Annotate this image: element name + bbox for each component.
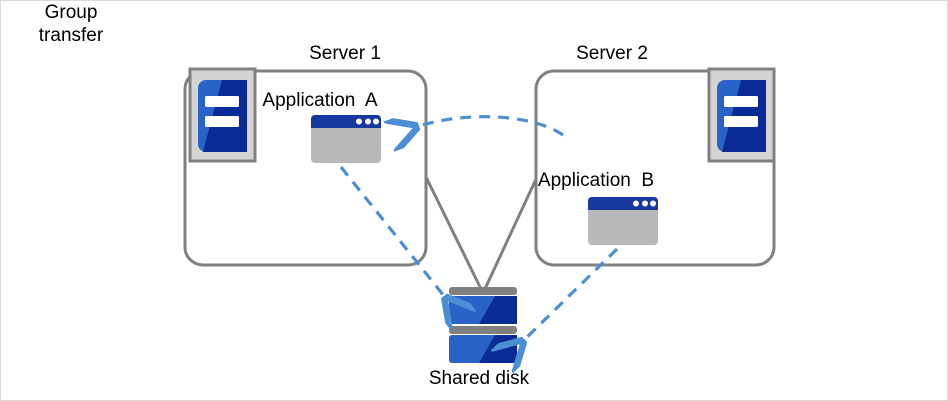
- application-b-label: Application B: [537, 170, 655, 191]
- server-icon: [188, 67, 257, 163]
- group-transfer-label-line2: transfer: [38, 25, 104, 46]
- group-transfer-label-line1: Group: [44, 2, 98, 23]
- app-b-to-disk-arrow: [520, 247, 619, 344]
- server-1-title: Server 1: [309, 43, 381, 64]
- group-transfer-label: Group transfer: [1, 1, 141, 47]
- group-transfer-arrow: [413, 115, 564, 135]
- app-a-to-disk-arrow: [339, 166, 448, 301]
- application-b-window-icon: [588, 197, 658, 245]
- server-icon: [707, 67, 776, 163]
- application-a-label: Application A: [262, 90, 378, 111]
- shared-disk: [449, 287, 517, 363]
- server-1-disk-link: [424, 176, 484, 292]
- server-2-disk-link: [482, 176, 539, 292]
- shared-disk-label: Shared disk: [428, 368, 530, 389]
- application-a-window-icon: [311, 115, 381, 163]
- server-2-title: Server 2: [576, 43, 648, 64]
